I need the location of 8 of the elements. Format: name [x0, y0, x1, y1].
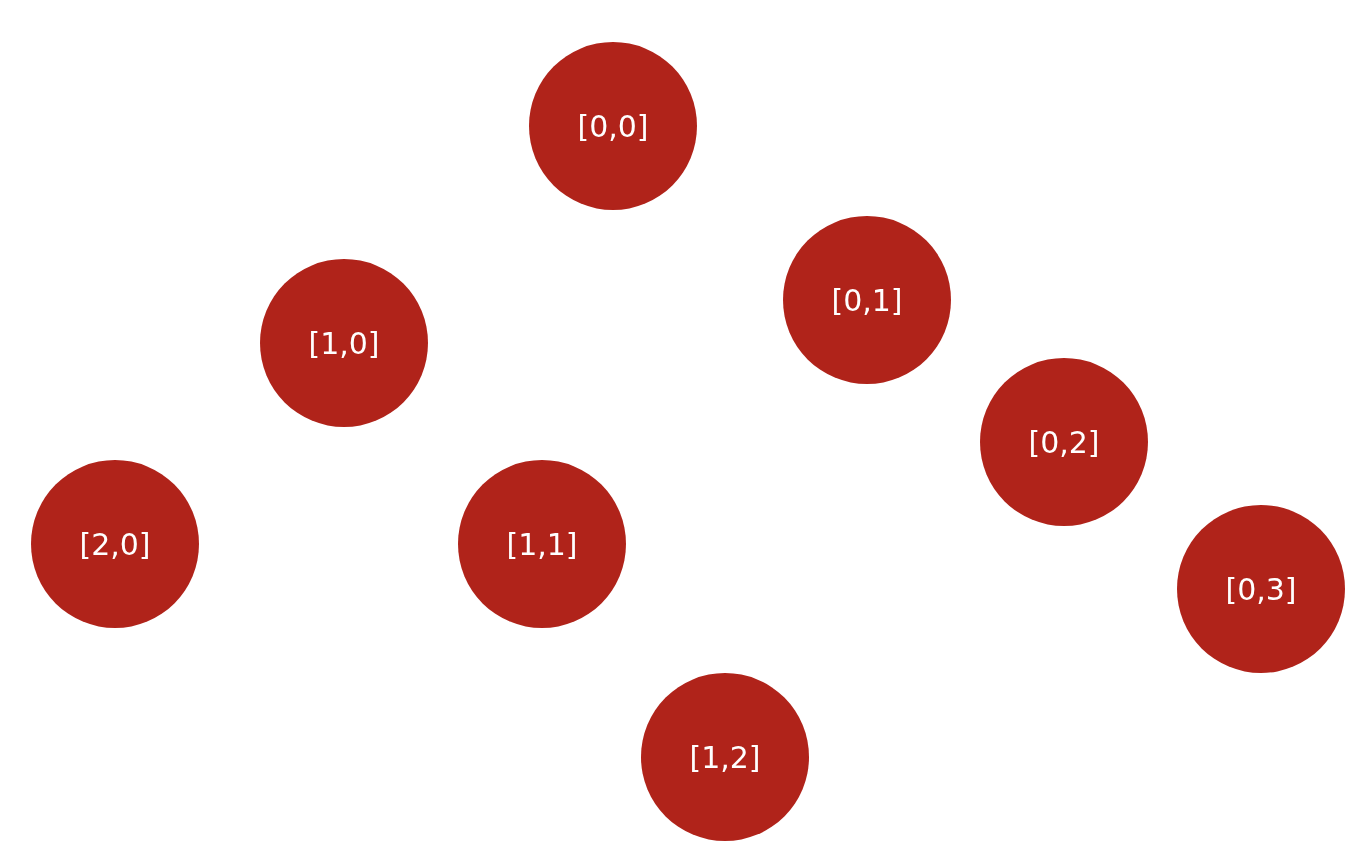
node-label: [0,1]: [831, 282, 903, 318]
node-label: [0,3]: [1225, 571, 1297, 607]
node-label: [0,2]: [1028, 424, 1100, 460]
node-label: [1,1]: [506, 526, 578, 562]
node-label: [0,0]: [577, 108, 649, 144]
node-label: [1,2]: [689, 739, 761, 775]
node-label: [2,0]: [79, 526, 151, 562]
node-label: [1,0]: [308, 325, 380, 361]
